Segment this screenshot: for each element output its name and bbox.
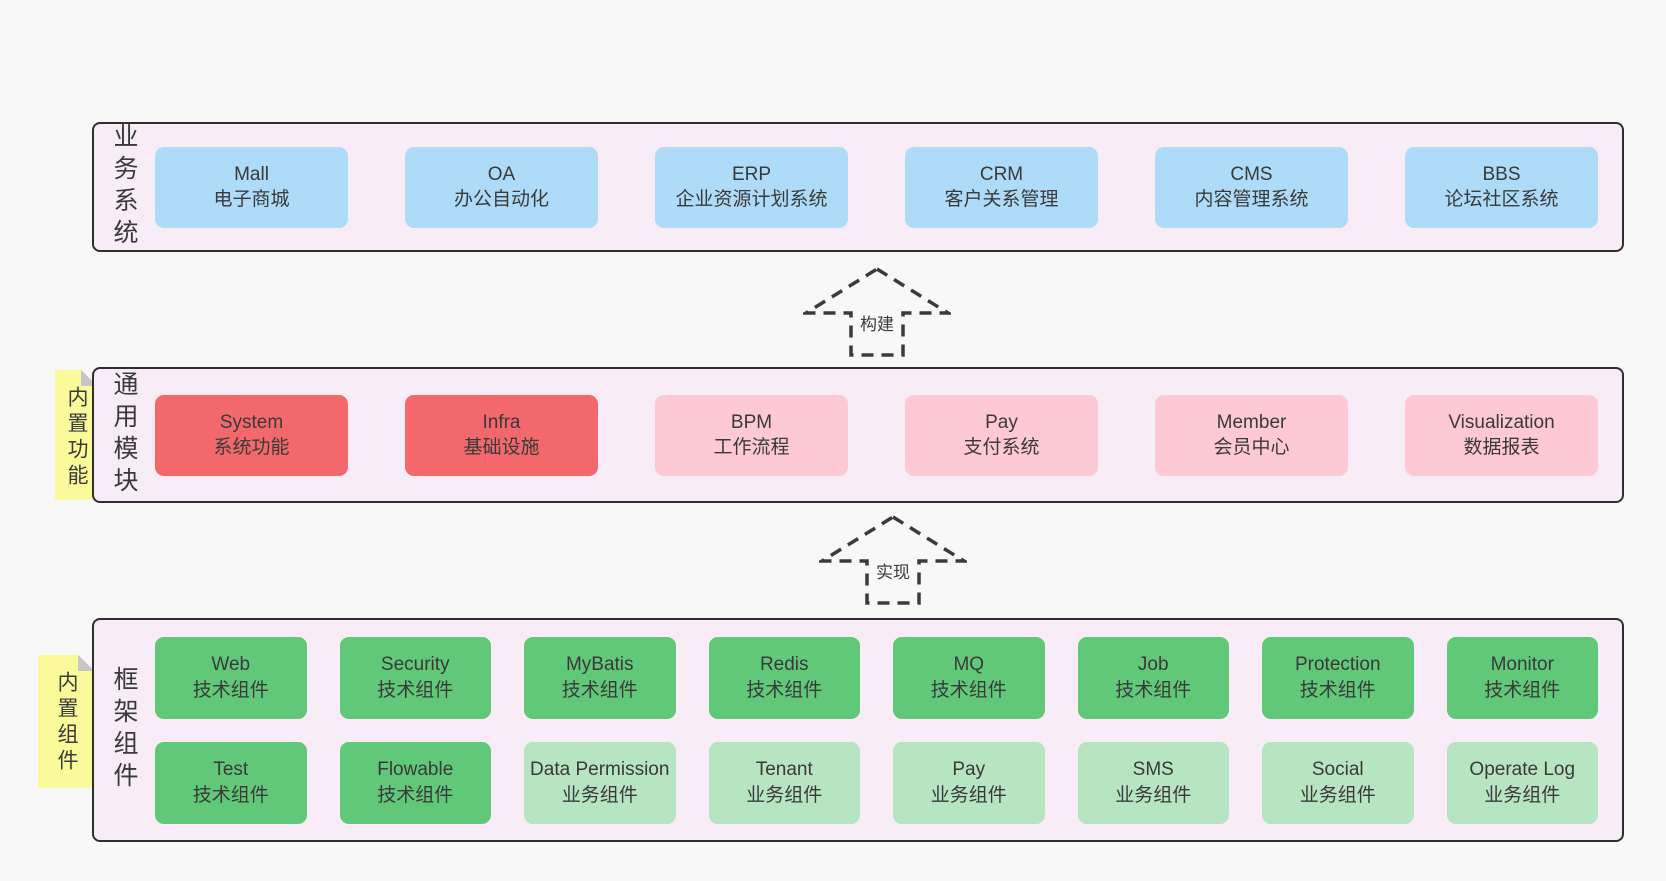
arrow-implement-label: 实现 <box>872 558 914 583</box>
box-mall: Mall 电子商城 <box>155 146 348 228</box>
box-mq: MQ 技术组件 <box>893 636 1045 719</box>
box-data-permission: Data Permission 业务组件 <box>524 741 676 824</box>
box-sms: SMS 业务组件 <box>1077 741 1229 824</box>
box-oa: OA 办公自动化 <box>405 146 598 228</box>
box-member: Member 会员中心 <box>1155 394 1348 476</box>
box-security: Security 技术组件 <box>339 636 491 719</box>
sticky-built-in-components-label: 内置组件 <box>55 671 78 775</box>
panel-business-label: 业务系统 <box>110 123 138 251</box>
sticky-built-in-components: 内置组件 <box>38 655 94 788</box>
modules-box-row: System 系统功能 Infra 基础设施 BPM 工作流程 Pay 支付系统… <box>155 369 1598 501</box>
box-job: Job 技术组件 <box>1077 636 1229 719</box>
box-bbs: BBS 论坛社区系统 <box>1405 146 1598 228</box>
box-bpm: BPM 工作流程 <box>655 394 848 476</box>
box-cms: CMS 内容管理系统 <box>1155 146 1348 228</box>
box-operate-log: Operate Log 业务组件 <box>1446 741 1598 824</box>
arrow-build-label: 构建 <box>856 310 898 335</box>
sticky-built-in-features-label: 内置功能 <box>65 386 88 490</box>
framework-box-row-2: Test 技术组件 Flowable 技术组件 Data Permission … <box>155 741 1598 824</box>
arrow-build: 构建 <box>803 266 951 358</box>
box-visualization: Visualization 数据报表 <box>1405 394 1598 476</box>
box-test: Test 技术组件 <box>155 741 307 824</box>
sticky-built-in-features: 内置功能 <box>55 370 97 500</box>
box-mybatis: MyBatis 技术组件 <box>524 636 676 719</box>
box-monitor: Monitor 技术组件 <box>1446 636 1598 719</box>
box-protection: Protection 技术组件 <box>1262 636 1414 719</box>
panel-business-systems: 业务系统 Mall 电子商城 OA 办公自动化 ERP 企业资源计划系统 CRM… <box>92 122 1624 252</box>
panel-framework-label: 框架组件 <box>110 666 138 794</box>
framework-box-row-1: Web 技术组件 Security 技术组件 MyBatis 技术组件 Redi… <box>155 636 1598 719</box>
box-web: Web 技术组件 <box>155 636 307 719</box>
panel-framework-components: 框架组件 Web 技术组件 Security 技术组件 MyBatis 技术组件… <box>92 618 1624 842</box>
box-redis: Redis 技术组件 <box>708 636 860 719</box>
panel-common-modules: 通用模块 System 系统功能 Infra 基础设施 BPM 工作流程 Pay… <box>92 367 1624 503</box>
arrow-implement: 实现 <box>819 514 967 606</box>
framework-box-rows: Web 技术组件 Security 技术组件 MyBatis 技术组件 Redi… <box>155 620 1598 840</box>
panel-modules-label: 通用模块 <box>110 371 138 499</box>
box-infra: Infra 基础设施 <box>405 394 598 476</box>
box-crm: CRM 客户关系管理 <box>905 146 1098 228</box>
business-box-row: Mall 电子商城 OA 办公自动化 ERP 企业资源计划系统 CRM 客户关系… <box>155 124 1598 250</box>
box-pay-component: Pay 业务组件 <box>893 741 1045 824</box>
box-flowable: Flowable 技术组件 <box>339 741 491 824</box>
box-tenant: Tenant 业务组件 <box>708 741 860 824</box>
box-system: System 系统功能 <box>155 394 348 476</box>
box-pay-module: Pay 支付系统 <box>905 394 1098 476</box>
box-social: Social 业务组件 <box>1262 741 1414 824</box>
box-erp: ERP 企业资源计划系统 <box>655 146 848 228</box>
